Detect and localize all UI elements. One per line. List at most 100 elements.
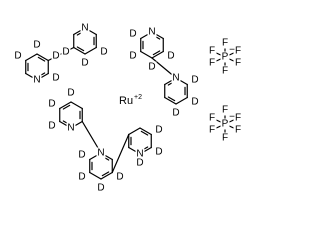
hexafluorophosphate-1-fluorine-2: F: [209, 46, 215, 57]
hexafluorophosphate-1-fluorine-0: F: [222, 38, 228, 49]
hexafluorophosphate-2-fluorine-2-mask: [207, 112, 217, 124]
ring-right-upper-double-bond: [167, 96, 176, 102]
ring-bottom-deuterium-3: D: [116, 172, 123, 183]
ring-upper-right-deuterium-0-mask: [166, 50, 176, 62]
ring-lower-left-bond: [59, 101, 72, 110]
ring-right-upper-nitrogen: N: [172, 73, 179, 84]
ring-right-lower-bond: [128, 127, 141, 136]
ring-lower-left-deuterium-2: D: [67, 88, 74, 99]
ring-bottom-deuterium-0-mask: [96, 182, 106, 194]
hexafluorophosphate-1-fluorine-5: F: [235, 58, 241, 69]
ring-upper-left-bond: [25, 53, 38, 62]
ring-right-upper-bond: [164, 96, 177, 105]
ring-lower-left-double-bond: [62, 104, 71, 110]
ring-upper-left-deuterium-0-mask: [13, 50, 23, 62]
ring-upper-left-deuterium-1-mask: [32, 39, 42, 51]
ring-upper-right-deuterium-2-mask: [128, 50, 138, 62]
ring-upper-left-deuterium-2-mask: [51, 50, 61, 62]
ring-right-lower-deuterium-0: D: [155, 147, 162, 158]
ring-upper-left-deuterium-3: D: [52, 73, 59, 84]
ring-lower-left-deuterium-0: D: [48, 121, 55, 132]
hexafluorophosphate-2-phosphorus: P: [222, 119, 229, 130]
ring-bottom-deuterium-2: D: [78, 150, 85, 161]
ring-upper-middle-deuterium-1: D: [81, 58, 88, 69]
ring-right-lower-bond: [139, 127, 152, 136]
ring-upper-right-double-bond: [152, 50, 161, 56]
ring-lower-left-deuterium-0-mask: [47, 120, 57, 132]
hexafluorophosphate-1-fluorine-4-mask: [207, 57, 217, 69]
hexafluorophosphate-1-charge: −: [229, 45, 235, 56]
hexafluorophosphate-2-fluorine-3: F: [235, 113, 241, 124]
hexafluorophosphate-2-fluorine-4: F: [209, 125, 215, 136]
ring-bottom-deuterium-2-mask: [77, 149, 87, 161]
ring-bottom-deuterium-1: D: [78, 172, 85, 183]
hexafluorophosphate-2-phosphorus-mask: [220, 118, 230, 130]
hexafluorophosphate-1-fluorine-1: F: [222, 66, 228, 77]
ring-right-upper-nitrogen-mask: [171, 72, 181, 84]
ring-right-lower-deuterium-1-mask: [135, 157, 145, 169]
hexafluorophosphate-2-fluorine-5: F: [235, 125, 241, 136]
hexafluorophosphate-1-fluorine-0-mask: [220, 37, 230, 49]
hexafluorophosphate-1-phosphorus: P: [222, 52, 229, 63]
ring-right-lower-deuterium-1: D: [136, 158, 143, 169]
hexafluorophosphate-1-fluorine-3-mask: [233, 45, 243, 57]
ring-upper-middle-deuterium-2: D: [62, 47, 69, 58]
ring-right-lower-nitrogen-mask: [135, 148, 145, 160]
ring-upper-right-bond: [151, 50, 164, 59]
ring-bottom-bond: [100, 171, 113, 180]
ring-right-upper-deuterium-2-mask: [171, 107, 181, 119]
ring-upper-right-bond: [140, 50, 153, 59]
ring-lower-left-deuterium-1: D: [48, 99, 55, 110]
ring-lower-left-deuterium-1-mask: [47, 98, 57, 110]
ring-right-lower-nitrogen: N: [136, 149, 143, 160]
bipyridine-link-3: [111, 133, 130, 174]
hexafluorophosphate-1-fluorine-5-mask: [233, 57, 243, 69]
ring-upper-middle-nitrogen: N: [81, 23, 88, 34]
ring-right-upper-deuterium-1-mask: [190, 74, 200, 86]
ring-lower-left-nitrogen: N: [67, 123, 74, 134]
ring-bottom-deuterium-3-mask: [115, 171, 125, 183]
hexafluorophosphate-1-fluorine-2-mask: [207, 45, 217, 57]
ring-bottom-deuterium-0: D: [97, 183, 104, 194]
ring-bottom-double-bond: [101, 171, 110, 177]
ring-bottom-deuterium-1-mask: [77, 171, 87, 183]
ring-upper-left-bond: [36, 53, 49, 62]
ring-bottom-nitrogen-mask: [96, 147, 106, 159]
ring-lower-left-bond: [70, 101, 83, 110]
hexafluorophosphate-2-fluorine-5-mask: [233, 124, 243, 136]
ring-right-lower-double-bond: [140, 130, 149, 136]
ring-upper-left-nitrogen: N: [33, 75, 40, 86]
ring-upper-right-deuterium-0: D: [167, 51, 174, 62]
ring-right-upper-deuterium-1: D: [191, 75, 198, 86]
ring-upper-right-deuterium-3: D: [129, 29, 136, 40]
ring-upper-right-deuterium-1-mask: [147, 61, 157, 73]
hexafluorophosphate-1-fluorine-3: F: [235, 46, 241, 57]
ring-right-lower-deuterium-0-mask: [154, 146, 164, 158]
ring-upper-right-deuterium-1: D: [148, 62, 155, 73]
hexafluorophosphate-2-fluorine-3-mask: [233, 112, 243, 124]
ring-right-upper-deuterium-0: D: [191, 97, 198, 108]
ring-right-lower-deuterium-2-mask: [154, 124, 164, 136]
ring-upper-left-deuterium-2: D: [52, 51, 59, 62]
ring-lower-left-nitrogen-mask: [66, 122, 76, 134]
ring-upper-right-deuterium-2: D: [129, 51, 136, 62]
ring-upper-left-double-bond: [37, 56, 46, 62]
ring-right-upper-deuterium-2: D: [172, 108, 179, 119]
ring-upper-middle-bond: [73, 46, 86, 55]
ring-upper-left-deuterium-1: D: [33, 40, 40, 51]
ring-upper-middle-deuterium-0-mask: [99, 46, 109, 58]
hexafluorophosphate-2-fluorine-1: F: [222, 133, 228, 144]
ring-right-lower-deuterium-2: D: [155, 125, 162, 136]
ring-lower-left-deuterium-2-mask: [66, 87, 76, 99]
hexafluorophosphate-2-fluorine-2: F: [209, 113, 215, 124]
ring-upper-right-nitrogen: N: [148, 27, 155, 38]
hexafluorophosphate-1-fluorine-1-mask: [220, 65, 230, 77]
ruthenium-charge: +2: [134, 94, 142, 101]
ring-upper-middle-bond: [84, 46, 97, 55]
hexafluorophosphate-2-charge: −: [229, 112, 235, 123]
ring-upper-left-deuterium-3-mask: [51, 72, 61, 84]
ring-upper-middle-deuterium-0: D: [100, 47, 107, 58]
ring-upper-left-nitrogen-mask: [32, 74, 42, 86]
